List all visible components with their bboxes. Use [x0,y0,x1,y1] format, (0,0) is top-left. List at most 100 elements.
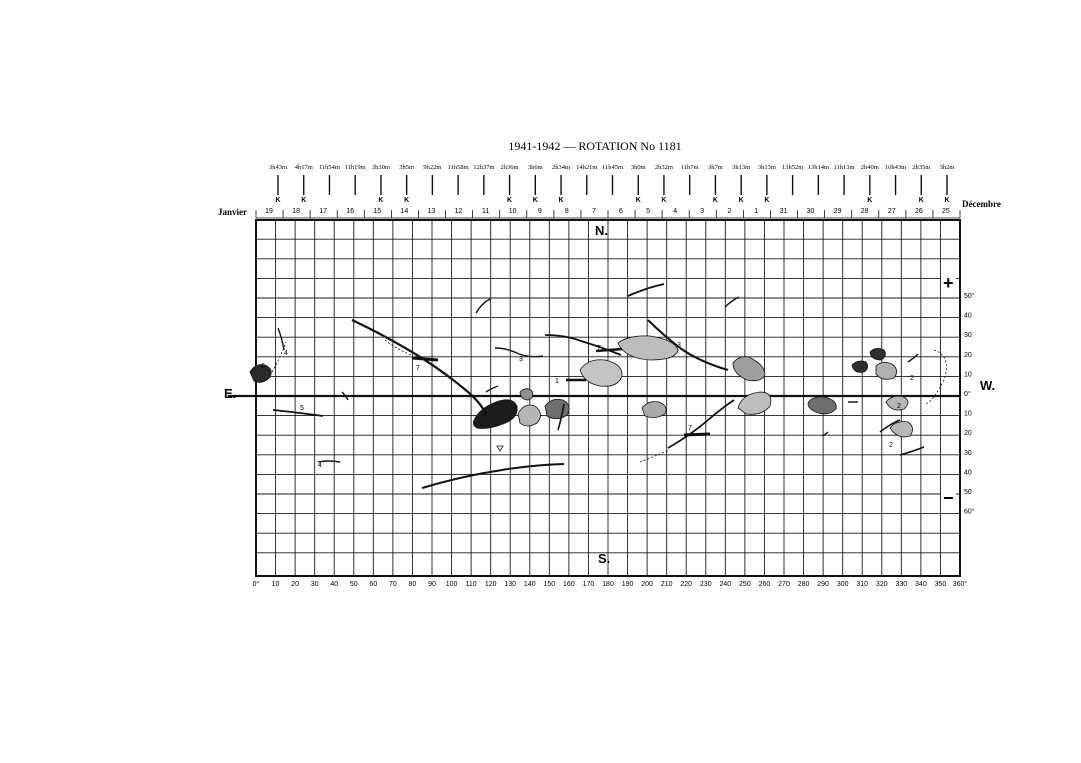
cmp-time-label: 3h6m [528,164,543,171]
feature-label: 2 [910,375,914,382]
latitude-tick-label: 0° [964,390,971,398]
plage [889,421,913,438]
k-marker: K [944,197,949,204]
minus-sign: − [943,488,954,508]
day-label: 18 [292,208,300,215]
feature-label: 1 [555,378,559,385]
cmp-time-label: 3h43m [269,164,287,171]
cmp-time-label: 13h14m [808,164,829,171]
feature-label: 2 [889,442,893,449]
feature-labels: 7 7 3 7 3 5 4 4 2 2 6 1 2 [261,342,914,469]
feature-label: 7 [597,345,601,352]
filament [277,327,285,351]
k-marker: K [533,197,538,204]
trajectory [639,449,671,463]
longitude-tick-label: 140 [524,581,536,588]
cmp-time-label: 3h7m [708,164,723,171]
longitude-tick-label: 260 [759,581,771,588]
longitude-tick-label: 200 [641,581,653,588]
day-label: 5 [646,208,650,215]
feature-label: 4 [318,462,322,469]
cmp-time-label: 14h21m [576,164,597,171]
k-marker: K [867,197,872,204]
arrow [683,432,711,437]
cmp-time-label: 10h43m [885,164,906,171]
longitude-tick-label: 190 [622,581,634,588]
plage [807,396,837,415]
longitude-tick-label: 20 [291,581,299,588]
filament [627,283,665,297]
filament [494,347,544,358]
k-marker: K [764,197,769,204]
cmp-time-label: 3h13m [732,164,750,171]
feature-label: 3 [519,356,523,363]
k-marker: K [507,197,512,204]
k-marker: K [739,197,744,204]
longitude-tick-label: 310 [856,581,868,588]
plage [732,356,766,382]
longitude-tick-label: 110 [466,581,477,588]
filament [899,446,925,456]
day-label: 14 [400,208,408,215]
plage [851,360,868,373]
longitude-tick-label: 180 [602,581,614,588]
latitude-tick-label: 10 [964,411,972,418]
longitude-tick-label: 320 [876,581,888,588]
latitude-tick-label: 60° [964,508,975,516]
cmp-time-label: 2h35m [912,164,930,171]
feature-label: 3 [677,342,681,349]
longitude-tick-label: 150 [543,581,555,588]
plage [519,388,534,401]
longitude-tick-label: 30 [311,581,319,588]
month-label-left: Janvier [218,207,247,217]
cmp-time-label: 3h0m [631,164,646,171]
cmp-time-label: 3h5m [399,164,414,171]
day-label: 10 [509,208,517,215]
longitude-tick-label: 350 [935,581,947,588]
day-label: 11 [482,208,489,215]
filament [317,460,341,463]
plus-sign: + [943,273,954,293]
filament [724,296,740,308]
longitude-tick-label: 300 [837,581,849,588]
latitude-tick-label: 30 [964,450,972,457]
filament [485,385,499,393]
day-label: 25 [942,208,950,215]
day-label: 7 [592,208,596,215]
cmp-time-label: 4h17m [295,164,313,171]
day-label: 26 [915,208,923,215]
longitude-tick-label: 40 [330,581,338,588]
filament [544,334,622,356]
cmp-time-label: 11h7m [681,164,699,171]
plage [517,404,541,427]
cmp-time-label: 3h2m [940,164,955,171]
longitude-tick-label: 60 [369,581,377,588]
longitude-tick-label: 50 [350,581,358,588]
day-label: 16 [346,208,354,215]
feature-label: 7 [416,365,420,372]
cmp-time-label: 2h36m [501,164,519,171]
filament [341,391,349,401]
feature-label: 5 [300,405,304,412]
day-label: 19 [265,208,273,215]
day-label: 12 [455,208,463,215]
longitude-tick-label: 220 [680,581,692,588]
plage [737,391,772,415]
filament [879,419,901,433]
latitude-tick-label: 20 [964,352,972,359]
plage [875,362,897,380]
k-marker: K [661,197,666,204]
arrow [411,356,439,362]
longitude-tick-label: 10 [272,581,280,588]
day-label: 17 [319,208,327,215]
longitude-tick-label: 230 [700,581,712,588]
latitude-tick-label: 50 [964,489,972,496]
longitude-tick-label: 80 [409,581,417,588]
k-marker: K [301,197,306,204]
cmp-time-label: 2h34m [552,164,570,171]
longitude-tick-label: 270 [778,581,790,588]
cmp-time-label: 12h37m [473,164,494,171]
latitude-tick-label: 30 [964,332,972,339]
